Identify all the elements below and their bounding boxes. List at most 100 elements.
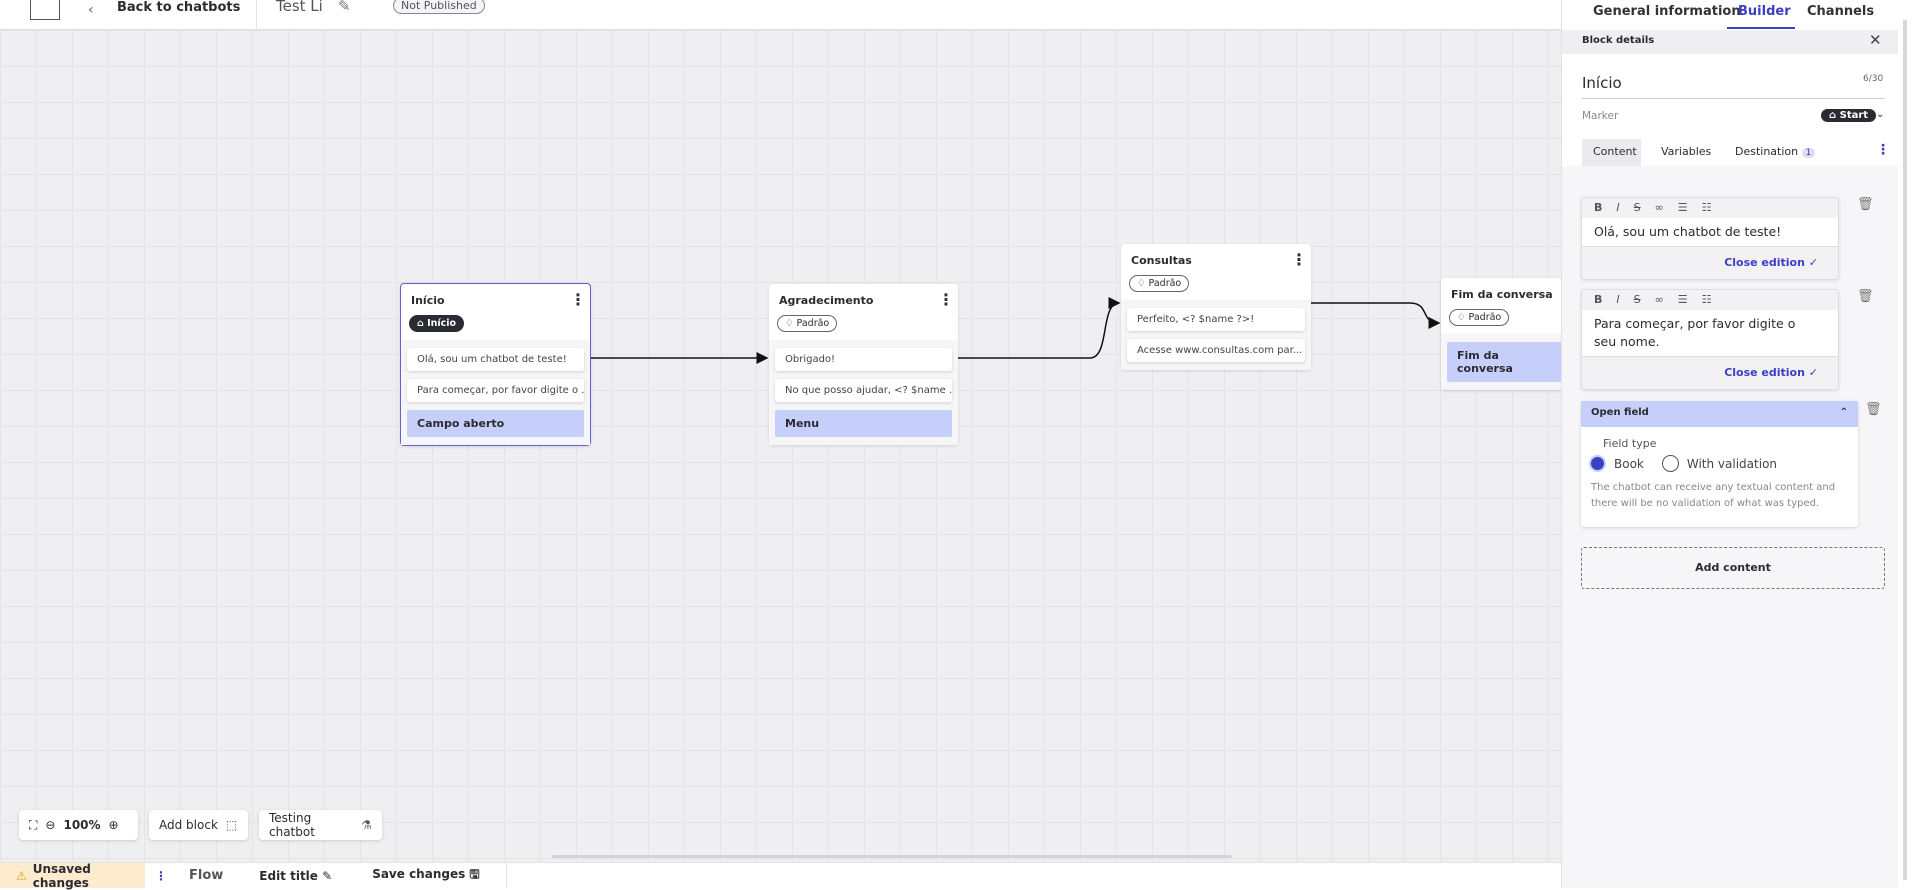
testing-chatbot-button[interactable]: Testing chatbot⚗ [259, 810, 382, 840]
main-tabs: General information Builder Channels [1562, 0, 1899, 30]
edit-title-button[interactable]: Edit title ✎ [259, 868, 333, 883]
strike-icon[interactable]: S [1633, 201, 1641, 214]
flask-icon: ⚗ [361, 818, 372, 832]
flow-node-inicio[interactable]: Início ⋮ ⌂ Início Olá, sou um chatbot de… [400, 283, 591, 446]
link-icon[interactable]: ∞ [1654, 201, 1664, 214]
chevron-up-icon[interactable]: ⌃ [1839, 407, 1848, 418]
trash-icon[interactable]: 🗑 [1857, 197, 1874, 212]
more-icon[interactable]: ⋮ [1876, 142, 1890, 158]
edge [1311, 302, 1441, 329]
add-content-button[interactable]: Add content [1581, 547, 1885, 589]
node-message: No que posso ajudar, <? $name ... [775, 379, 952, 402]
node-message: Olá, sou um chatbot de teste! [407, 348, 584, 371]
add-block-icon: ⬚ [225, 818, 238, 832]
italic-icon[interactable]: I [1616, 293, 1620, 306]
edge [958, 297, 1121, 359]
marker-select[interactable]: ⌂ Start [1821, 109, 1877, 122]
node-option: Campo aberto [407, 410, 584, 437]
node-message: Acesse www.consultas.com par... [1127, 339, 1305, 362]
strike-icon[interactable]: S [1633, 293, 1641, 306]
marker-tag: ♢ Padrão [1129, 275, 1190, 292]
flow-node-fim-da-conversa[interactable]: Fim da conversa ♢ Padrão Fim da conversa [1441, 278, 1571, 390]
editor-text[interactable]: Olá, sou um chatbot de teste! [1582, 218, 1838, 247]
radio-book[interactable] [1589, 455, 1606, 472]
chatbot-title: Test Li [276, 0, 323, 15]
node-message: Perfeito, <? $name ?>! [1127, 308, 1305, 331]
warning-icon: ⚠ [16, 868, 27, 883]
node-option: Menu [775, 410, 952, 437]
open-field-card: Open field⌃ Field type Book With validat… [1581, 401, 1858, 527]
zoom-level: 100% [63, 818, 101, 832]
tab-channels[interactable]: Channels [1807, 4, 1875, 19]
marker-tag: ⌂ Início [409, 315, 465, 332]
close-icon[interactable]: ✕ [1869, 31, 1882, 49]
back-to-chatbots-link[interactable]: Back to chatbots [117, 0, 241, 15]
pencil-icon: ✎ [322, 868, 333, 883]
edit-title-icon[interactable]: ✎ [338, 0, 351, 15]
char-count: 6/30 [1863, 74, 1884, 84]
chevron-down-icon[interactable]: ⌄ [1876, 109, 1885, 120]
bold-icon[interactable]: B [1594, 293, 1603, 306]
zoom-controls: ⛶ ⊖ 100% ⊕ [19, 810, 138, 840]
save-icon: 🖫 [469, 867, 480, 881]
tab-underline [1727, 27, 1795, 29]
flow-label: Flow [189, 868, 224, 883]
tab-variables[interactable]: Variables [1661, 145, 1712, 158]
bullet-list-icon[interactable]: ☰ [1677, 201, 1688, 214]
tab-builder[interactable]: Builder [1738, 4, 1791, 19]
block-settings: Início 6/30 Marker ⌂ Start ⌄ Content Var… [1562, 54, 1899, 166]
italic-icon[interactable]: I [1616, 201, 1620, 214]
zoom-in-icon[interactable]: ⊕ [108, 818, 119, 832]
radio-with-validation[interactable] [1661, 455, 1679, 472]
editor-text[interactable]: Para começar, por favor digite o seu nom… [1582, 310, 1838, 357]
field-type-options: Book With validation [1589, 455, 1858, 472]
bold-icon[interactable]: B [1594, 201, 1603, 214]
bottom-bar: ⚠Unsaved changes ⋮ Flow Edit title ✎ Sav… [0, 862, 1561, 890]
tab-general-information[interactable]: General information [1593, 4, 1741, 19]
numbered-list-icon[interactable]: ☷ [1701, 293, 1712, 306]
edges [591, 297, 1441, 364]
status-badge: Not Published [393, 0, 485, 14]
save-changes-button[interactable]: Save changes 🖫 [372, 867, 480, 881]
node-message: Obrigado! [775, 348, 952, 371]
zoom-out-icon[interactable]: ⊖ [45, 818, 56, 832]
logo [30, 0, 60, 20]
bullet-list-icon[interactable]: ☰ [1677, 293, 1688, 306]
horizontal-scrollbar[interactable] [552, 855, 1232, 858]
node-option: Fim da conversa [1447, 342, 1565, 382]
panel-header: Block details ✕ [1562, 30, 1899, 54]
more-icon[interactable]: ⋮ [570, 290, 586, 309]
link-icon[interactable]: ∞ [1654, 293, 1664, 306]
more-icon[interactable]: ⋮ [938, 290, 954, 309]
trash-icon[interactable]: 🗑 [1865, 402, 1882, 417]
unsaved-changes-indicator: ⚠Unsaved changes [0, 862, 145, 890]
flow-node-consultas[interactable]: Consultas ⋮ ♢ Padrão Perfeito, <? $name … [1121, 244, 1311, 370]
marker-tag: ♢ Padrão [777, 315, 838, 332]
close-edition-button[interactable]: Close edition ✓ [1724, 366, 1818, 379]
block-name-input[interactable]: Início [1582, 74, 1622, 92]
block-details-panel: General information Builder Channels Blo… [1561, 0, 1899, 888]
tab-content[interactable]: Content [1582, 139, 1641, 166]
top-bar: ‹ Back to chatbots Test Li ✎ Not Publish… [0, 0, 1561, 30]
flow-node-agradecimento[interactable]: Agradecimento ⋮ ♢ Padrão Obrigado! No qu… [769, 284, 958, 445]
close-edition-button[interactable]: Close edition ✓ [1724, 256, 1818, 269]
marker-tag: ♢ Padrão [1449, 309, 1510, 326]
more-icon[interactable]: ⋮ [155, 868, 167, 883]
tab-destination[interactable]: Destination 1 [1735, 145, 1816, 158]
open-field-header[interactable]: Open field⌃ [1581, 401, 1858, 427]
flow-canvas[interactable]: Início ⋮ ⌂ Início Olá, sou um chatbot de… [0, 30, 1571, 862]
trash-icon[interactable]: 🗑 [1857, 289, 1874, 304]
more-icon[interactable]: ⋮ [1291, 250, 1307, 269]
divider [505, 863, 507, 888]
chevron-left-icon[interactable]: ‹ [88, 2, 94, 18]
fit-screen-icon[interactable]: ⛶ [29, 817, 38, 832]
numbered-list-icon[interactable]: ☷ [1701, 201, 1712, 214]
node-message: Para começar, por favor digite o ... [407, 379, 584, 402]
divider [256, 0, 257, 29]
add-block-button[interactable]: Add block⬚ [149, 810, 248, 840]
vertical-scrollbar[interactable] [1898, 0, 1912, 888]
